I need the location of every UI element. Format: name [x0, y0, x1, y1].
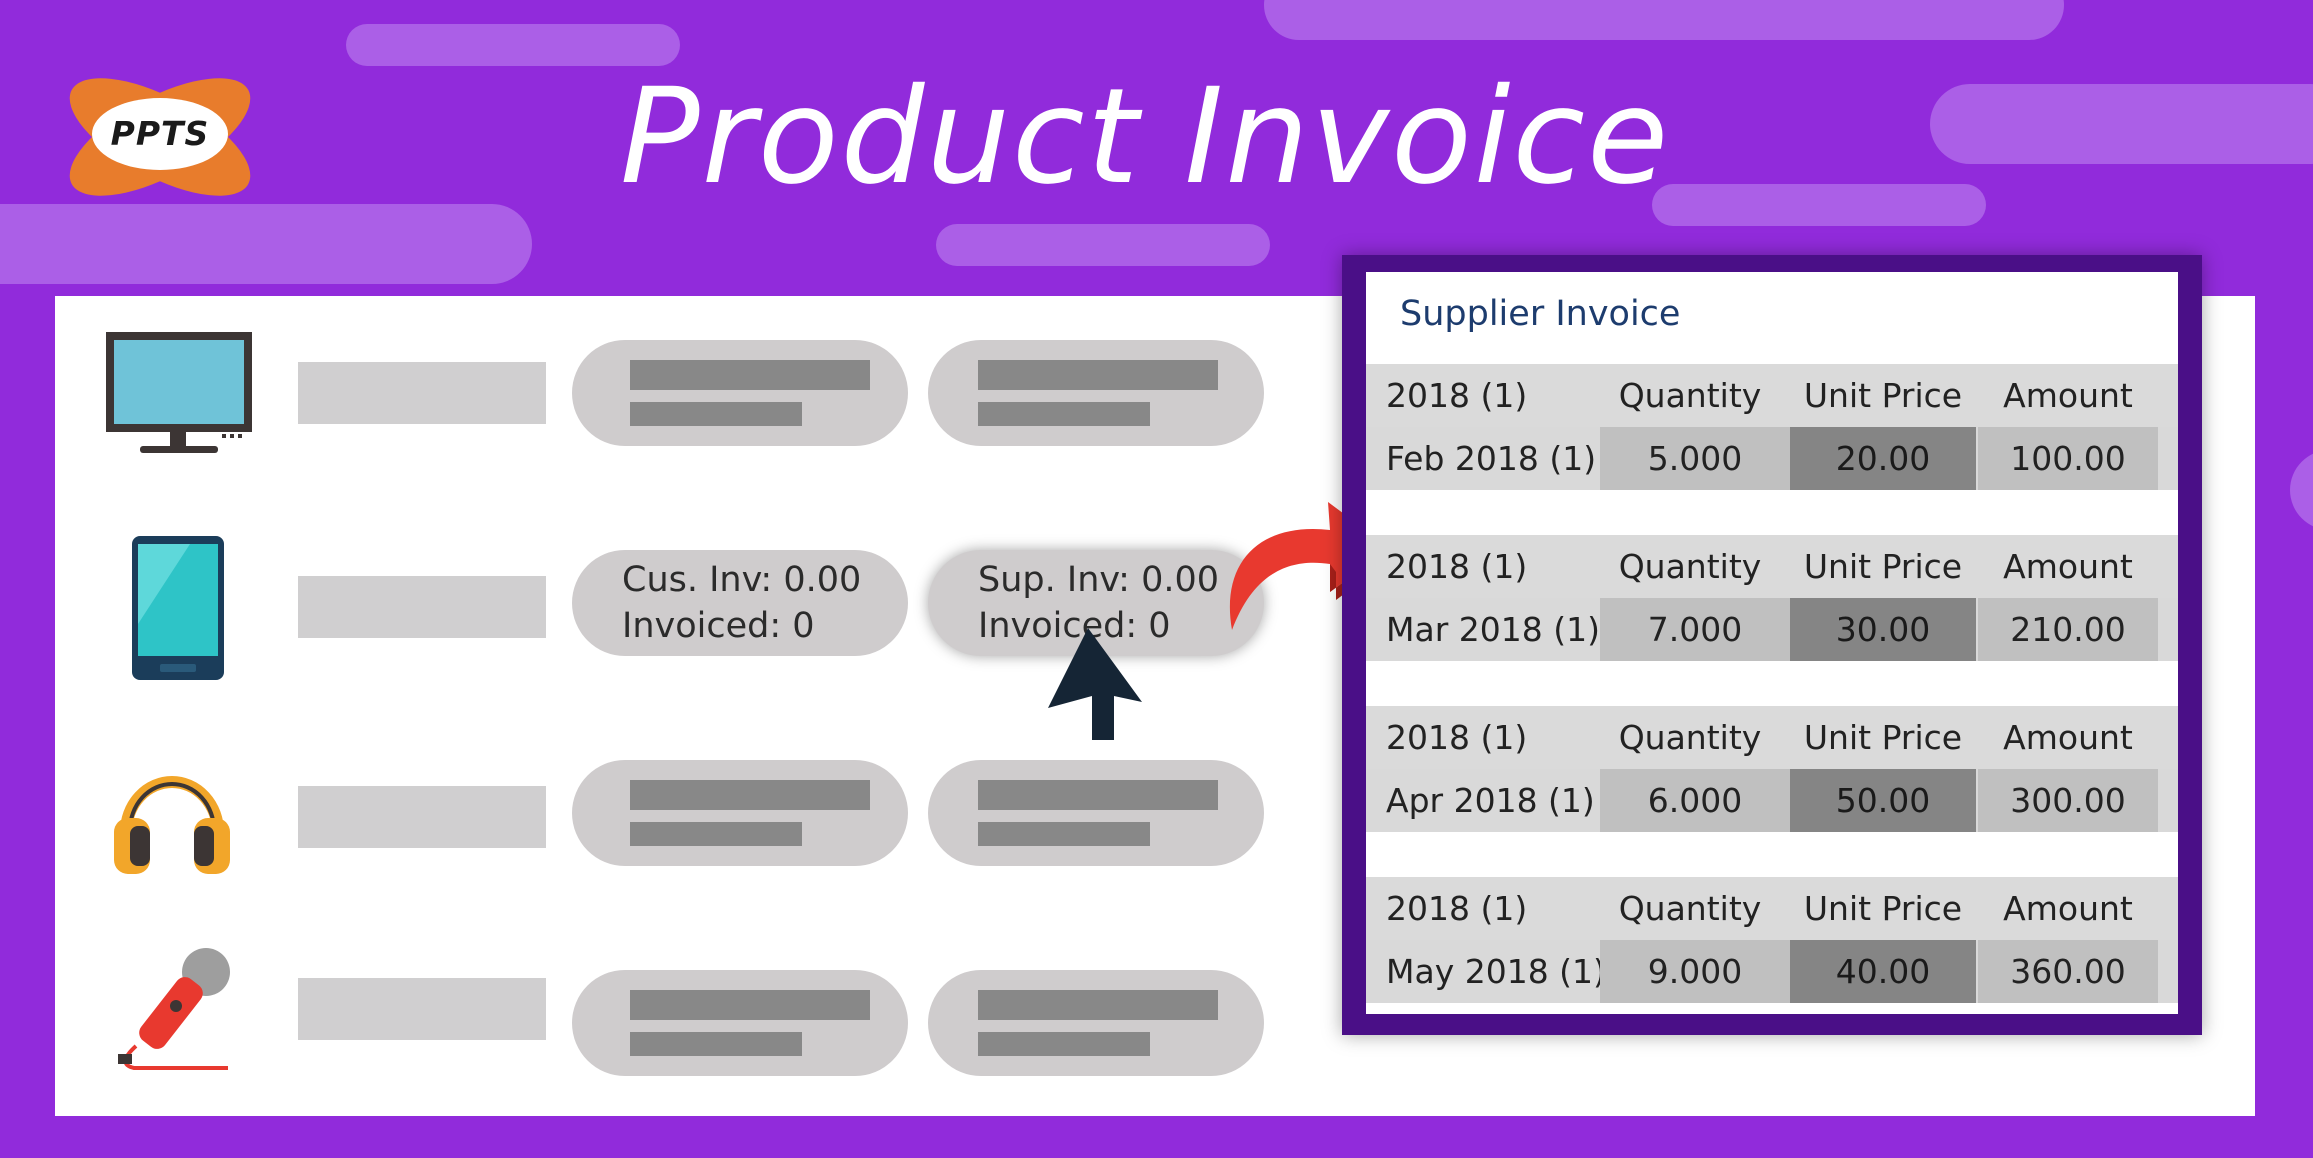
quantity-value: 6.000: [1600, 769, 1790, 832]
period-label: Apr 2018 (1): [1386, 781, 1595, 820]
quantity-header: Quantity: [1618, 889, 1762, 928]
invoice-block: 2018 (1) Quantity Unit Price Amount Mar …: [1366, 535, 2178, 661]
customer-invoice-button[interactable]: Cus. Inv: 0.00 Invoiced: 0: [572, 550, 908, 656]
amount-value: 300.00: [1978, 769, 2158, 832]
placeholder-line: [630, 1032, 802, 1056]
placeholder-line: [630, 402, 802, 426]
unit-price-value: 40.00: [1790, 940, 1976, 1003]
quantity-header: Quantity: [1618, 376, 1762, 415]
placeholder-line: [630, 990, 870, 1020]
supplier-invoice-button[interactable]: [928, 760, 1264, 866]
period-label: May 2018 (1): [1386, 952, 1606, 991]
unit-price-header: Unit Price: [1803, 889, 1963, 928]
group-label: 2018 (1): [1386, 889, 1528, 928]
bg-pill: [2290, 450, 2313, 530]
amount-value: 360.00: [1978, 940, 2158, 1003]
placeholder-line: [978, 822, 1150, 846]
page-title: Product Invoice: [620, 60, 1671, 214]
quantity-header: Quantity: [1618, 718, 1762, 757]
supplier-invoice-title: Supplier Invoice: [1400, 294, 1681, 334]
product-name-placeholder: [298, 576, 546, 638]
invoice-block: 2018 (1) Quantity Unit Price Amount Feb …: [1366, 364, 2178, 490]
product-name-placeholder: [298, 786, 546, 848]
amount-value: 210.00: [1978, 598, 2158, 661]
headphones-icon: [112, 760, 232, 880]
amount-header: Amount: [2003, 718, 2133, 757]
unit-price-value: 50.00: [1790, 769, 1976, 832]
bg-pill: [346, 24, 680, 66]
period-label: Feb 2018 (1): [1386, 439, 1597, 478]
unit-price-value: 20.00: [1790, 427, 1976, 490]
placeholder-line: [978, 360, 1218, 390]
placeholder-line: [978, 402, 1150, 426]
supplier-invoice-button[interactable]: [928, 340, 1264, 446]
microphone-icon: [110, 944, 236, 1080]
amount-header: Amount: [2003, 547, 2133, 586]
supplier-invoiced-count: Invoiced: 0: [978, 606, 1171, 646]
product-name-placeholder: [298, 362, 546, 424]
logo-icon: [69, 78, 251, 196]
quantity-value: 9.000: [1600, 940, 1790, 1003]
customer-invoice-button[interactable]: [572, 760, 908, 866]
supplier-invoice-sheet: Supplier Invoice 2018 (1) Quantity Unit …: [1366, 272, 2178, 1014]
supplier-invoice-button[interactable]: [928, 970, 1264, 1076]
bg-pill: [1264, 0, 2064, 40]
supplier-invoice-amount: Sup. Inv: 0.00: [978, 560, 1220, 600]
invoice-value-row[interactable]: Apr 2018 (1) 6.000 50.00 300.00: [1366, 769, 2178, 832]
quantity-header: Quantity: [1618, 547, 1762, 586]
invoice-header-row: 2018 (1) Quantity Unit Price Amount: [1366, 535, 2178, 598]
unit-price-header: Unit Price: [1803, 547, 1963, 586]
ppts-logo: PPTS: [62, 62, 258, 212]
amount-header: Amount: [2003, 889, 2133, 928]
invoice-value-row[interactable]: Mar 2018 (1) 7.000 30.00 210.00: [1366, 598, 2178, 661]
group-label: 2018 (1): [1386, 547, 1528, 586]
invoice-header-row: 2018 (1) Quantity Unit Price Amount: [1366, 706, 2178, 769]
product-name-placeholder: [298, 978, 546, 1040]
customer-invoice-button[interactable]: [572, 970, 908, 1076]
invoice-value-row[interactable]: May 2018 (1) 9.000 40.00 360.00: [1366, 940, 2178, 1003]
group-label: 2018 (1): [1386, 376, 1528, 415]
placeholder-line: [978, 990, 1218, 1020]
amount-header: Amount: [2003, 376, 2133, 415]
placeholder-line: [978, 780, 1218, 810]
bg-pill: [936, 224, 1270, 266]
quantity-value: 7.000: [1600, 598, 1790, 661]
group-label: 2018 (1): [1386, 718, 1528, 757]
placeholder-line: [630, 360, 870, 390]
invoice-block: 2018 (1) Quantity Unit Price Amount Apr …: [1366, 706, 2178, 832]
bg-pill: [1652, 184, 1986, 226]
amount-value: 100.00: [1978, 427, 2158, 490]
invoice-header-row: 2018 (1) Quantity Unit Price Amount: [1366, 364, 2178, 427]
customer-invoiced-count: Invoiced: 0: [622, 606, 815, 646]
quantity-value: 5.000: [1600, 427, 1790, 490]
mouse-cursor-icon: [1048, 628, 1148, 750]
unit-price-header: Unit Price: [1803, 718, 1963, 757]
period-label: Mar 2018 (1): [1386, 610, 1600, 649]
tablet-icon: [130, 534, 226, 686]
placeholder-line: [630, 780, 870, 810]
customer-invoice-button[interactable]: [572, 340, 908, 446]
unit-price-value: 30.00: [1790, 598, 1976, 661]
bg-pill: [1930, 84, 2313, 164]
invoice-value-row[interactable]: Feb 2018 (1) 5.000 20.00 100.00: [1366, 427, 2178, 490]
invoice-block: 2018 (1) Quantity Unit Price Amount May …: [1366, 877, 2178, 1003]
bg-pill: [0, 204, 532, 284]
monitor-icon: [104, 330, 254, 459]
customer-invoice-amount: Cus. Inv: 0.00: [622, 560, 862, 600]
invoice-header-row: 2018 (1) Quantity Unit Price Amount: [1366, 877, 2178, 940]
placeholder-line: [978, 1032, 1150, 1056]
logo-text: PPTS: [110, 114, 210, 153]
placeholder-line: [630, 822, 802, 846]
unit-price-header: Unit Price: [1803, 376, 1963, 415]
supplier-invoice-button[interactable]: Sup. Inv: 0.00 Invoiced: 0: [928, 550, 1264, 656]
